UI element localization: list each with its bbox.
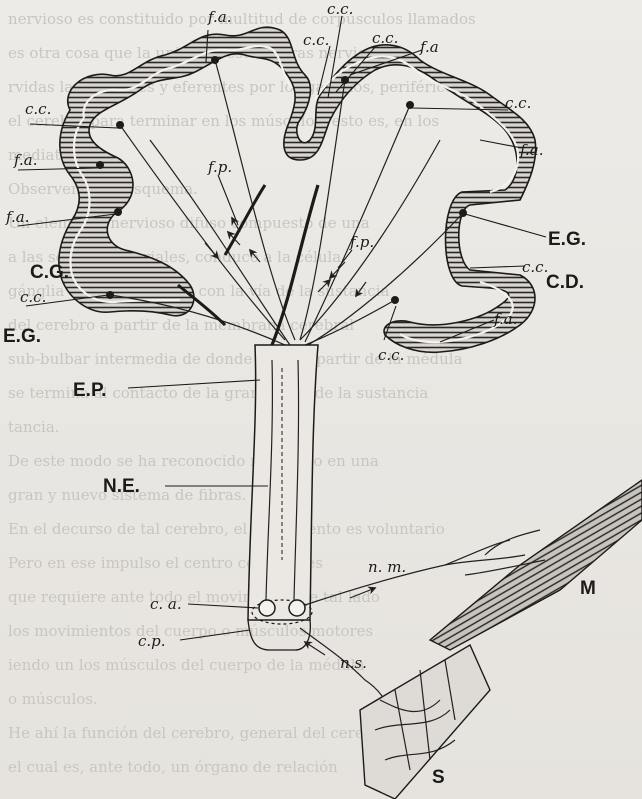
background-text-line: De este modo se ha reconocido rectilíneo… (8, 452, 379, 470)
background-text-line: Un elemento nervioso difuso compuesto de… (8, 214, 370, 232)
background-text-line: nervioso es constituido por multitud de … (8, 10, 476, 28)
label-ep: E.P. (73, 380, 106, 401)
background-text-line: el cual es, ante todo, un órgano de rela… (8, 758, 338, 776)
label-fa-left2: f.a. (5, 208, 30, 226)
label-ca: c. a. (150, 595, 182, 613)
background-text-line: o músculos. (8, 690, 98, 708)
background-text-line: iendo un los músculos del cuerpo de la m… (8, 656, 365, 674)
label-cc-right: c.c. (505, 94, 531, 112)
background-text-line: los movimientos del cuerpo o músculos mo… (8, 622, 373, 640)
label-fa-right2: f.a. (493, 310, 518, 328)
background-text-line: He ahí la función del cerebro, general d… (8, 724, 390, 742)
label-cp: c.p. (138, 632, 166, 650)
label-cd: C.D. (546, 272, 584, 293)
label-fa-top: f.a. (207, 8, 232, 26)
label-fa-right: f.a. (519, 141, 544, 159)
label-fa-left1: f.a. (13, 151, 38, 169)
label-eg-right: E.G. (548, 229, 586, 250)
label-eg-left: E.G. (3, 326, 41, 347)
label-s: S (432, 767, 445, 788)
background-text-line: se termina al contacto de la gran célula… (8, 384, 428, 402)
label-cc-bottom: c.c. (378, 346, 404, 364)
background-text-line: tancia. (8, 418, 60, 436)
background-text-line: que requiere ante todo el movimiento de … (8, 588, 380, 606)
label-m: M (580, 578, 596, 599)
label-ne: N.E. (103, 476, 140, 497)
label-fp-right: f.p. (349, 233, 374, 251)
label-cc-top3: c.c. (372, 29, 398, 47)
label-cg: C.G. (30, 262, 69, 283)
label-cc-top: c.c. (327, 0, 353, 18)
muscle-m (430, 480, 642, 650)
cerebral-cortex (59, 27, 536, 352)
label-cc-left: c.c. (25, 100, 51, 118)
label-ns: n.s. (340, 654, 367, 672)
label-cc-right2: c.c. (522, 258, 548, 276)
label-cc-left2: c.c. (20, 288, 46, 306)
label-fa-top-right: f.a (419, 38, 439, 56)
label-nm: n. m. (368, 558, 406, 576)
label-cc-top2: c.c. (303, 31, 329, 49)
background-text-line: En el decurso de tal cerebro, el movimie… (8, 520, 445, 538)
label-fp-left: f.p. (207, 158, 232, 176)
